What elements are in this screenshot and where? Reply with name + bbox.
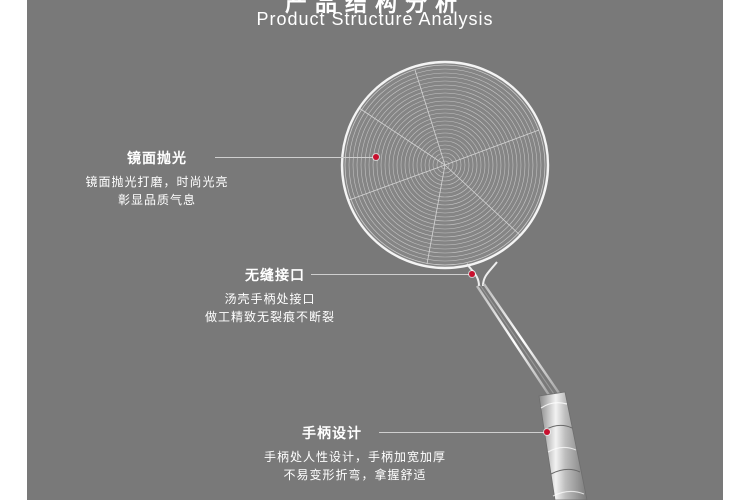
callout-title: 无缝接口 (245, 268, 305, 284)
handle-grip (538, 391, 588, 500)
leader-line-handle (379, 432, 547, 433)
marker-dot-polish (373, 154, 379, 160)
callout-desc: 镜面抛光打磨，时尚光亮 (85, 175, 229, 189)
leader-line-joint (311, 274, 471, 275)
callout-desc: 不易变形折弯，拿握舒适 (283, 468, 427, 482)
section-title-cn: 产品结构分析 (284, 0, 465, 17)
callout-handle-design: 手柄设计 手柄处人性设计，手柄加宽加厚 不易变形折弯，拿握舒适 (210, 423, 500, 484)
callout-desc: 汤壳手柄处接口 (224, 292, 316, 306)
callout-desc: 彰显品质气息 (117, 193, 196, 207)
strainer-illustration (340, 60, 588, 500)
leader-line-polish (215, 157, 375, 158)
handle-rod-left (475, 285, 553, 399)
callout-desc: 手柄处人性设计，手柄加宽加厚 (263, 450, 446, 464)
strainer-neck (466, 261, 498, 287)
callout-mirror-polish: 镜面抛光 镜面抛光打磨，时尚光亮 彰显品质气息 (57, 148, 257, 209)
handle-rod-right (483, 283, 562, 397)
marker-dot-joint (469, 271, 475, 277)
marker-dot-handle (544, 429, 550, 435)
product-panel: 产品结构分析 Product Structure Analysis (27, 0, 723, 500)
callout-title: 镜面抛光 (127, 151, 187, 167)
callout-seamless-joint: 无缝接口 汤壳手柄处接口 做工精致无裂痕不断裂 (175, 265, 365, 326)
section-title-en: Product Structure Analysis (256, 9, 494, 29)
mesh-basket (340, 60, 550, 270)
callout-desc: 做工精致无裂痕不断裂 (204, 310, 335, 324)
callout-title: 手柄设计 (302, 426, 362, 442)
